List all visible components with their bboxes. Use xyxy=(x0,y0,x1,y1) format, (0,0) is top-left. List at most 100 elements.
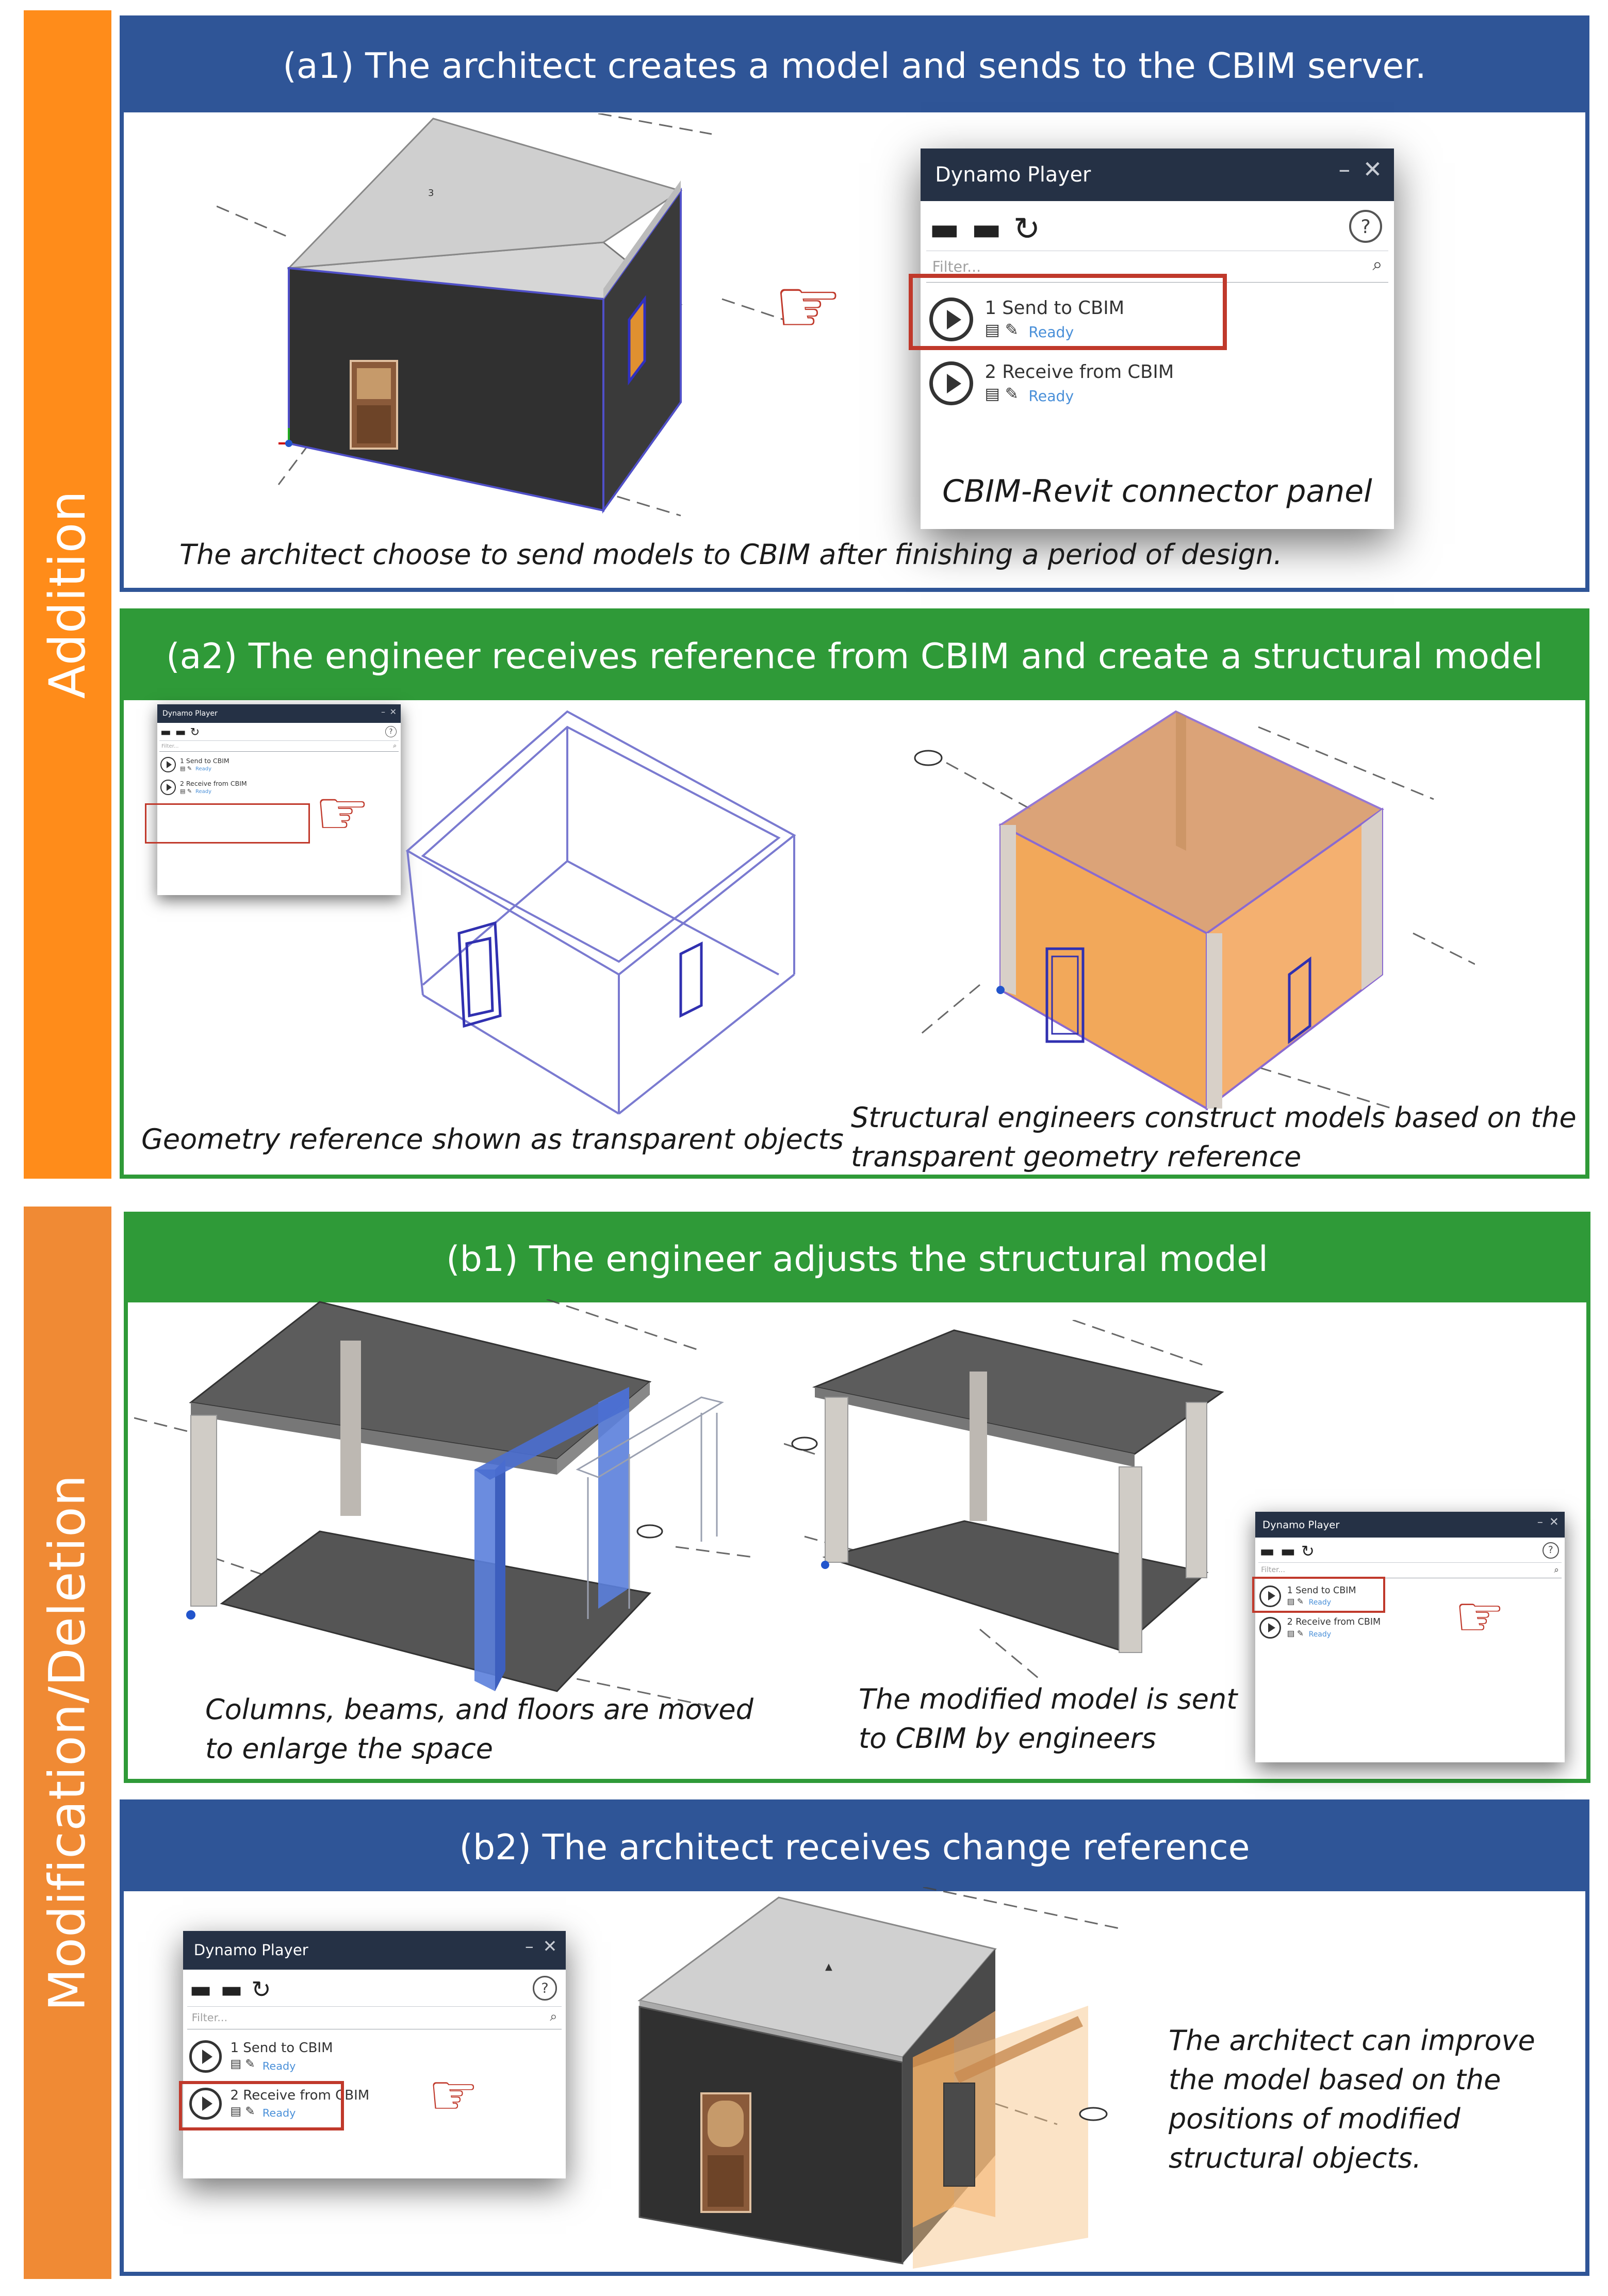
panel-b2-header: (b2) The architect receives change refer… xyxy=(124,1804,1585,1891)
help-icon[interactable]: ? xyxy=(385,726,397,737)
player-item-send[interactable]: 1 Send to CBIM ▤ ✎ Ready xyxy=(926,291,1388,353)
panel-b1-header: (b1) The engineer adjusts the structural… xyxy=(128,1216,1586,1302)
player-title: Dynamo Player xyxy=(193,1941,308,1959)
save-edit-icon[interactable]: ▤ ✎ xyxy=(1287,1597,1304,1607)
player-item-label: 1 Send to CBIM xyxy=(985,297,1125,319)
folder-icon[interactable]: ▬ xyxy=(160,726,171,739)
save-edit-icon[interactable]: ▤ ✎ xyxy=(1287,1628,1304,1638)
pointing-hand-icon: ☞ xyxy=(1454,1583,1505,1649)
close-icon[interactable]: ✕ xyxy=(1363,156,1383,184)
b1-caption-mid: The modified model is sent to CBIM by en… xyxy=(859,1683,1238,1755)
player-item-receive[interactable]: 2 Receive from CBIM ▤ ✎ Ready xyxy=(1258,1614,1562,1645)
b2-caption-right: The architect can improve the model base… xyxy=(1169,2024,1535,2174)
player-title-bar: Dynamo Player xyxy=(183,1931,566,1970)
a1-house-illustration: 3 xyxy=(217,113,784,517)
pointing-hand-icon: ☞ xyxy=(315,778,370,849)
player-item-label: 2 Receive from CBIM xyxy=(180,780,247,787)
filter-placeholder: Filter... xyxy=(932,258,981,275)
refresh-icon[interactable]: ↻ xyxy=(251,1976,271,2004)
help-icon[interactable]: ? xyxy=(532,1976,557,2001)
refresh-icon[interactable]: ↻ xyxy=(1301,1542,1315,1561)
folder-icon[interactable]: ▬ xyxy=(189,1976,212,2004)
player-item-receive[interactable]: 2 Receive from CBIM ▤ ✎ Ready xyxy=(187,2083,561,2128)
minimize-icon[interactable]: – xyxy=(1537,1515,1543,1529)
help-icon[interactable]: ? xyxy=(1542,1542,1559,1559)
dynamo-player-b1: Dynamo Player – ✕ ▬ ▬ ↻ ? Filter... ⌕ 1 … xyxy=(1252,1512,1565,1762)
player-title-bar: Dynamo Player xyxy=(1255,1512,1565,1538)
folder-export-icon[interactable]: ▬ xyxy=(220,1976,243,2004)
panel-b1-title: (b1) The engineer adjusts the structural… xyxy=(446,1238,1268,1280)
folder-export-icon[interactable]: ▬ xyxy=(1280,1542,1295,1561)
player-item-send[interactable]: 1 Send to CBIM ▤ ✎ Ready xyxy=(159,755,399,777)
refresh-icon[interactable]: ↻ xyxy=(1013,209,1041,247)
play-icon[interactable] xyxy=(189,2087,222,2120)
player-item-send[interactable]: 1 Send to CBIM ▤ ✎ Ready xyxy=(1258,1582,1562,1613)
panel-a2: (a2) The engineer receives reference fro… xyxy=(120,608,1589,1179)
folder-export-icon[interactable]: ▬ xyxy=(175,726,186,739)
save-edit-icon[interactable]: ▤ ✎ xyxy=(985,385,1019,404)
pointing-hand-icon: ☞ xyxy=(774,262,843,352)
minimize-icon[interactable]: – xyxy=(381,707,385,717)
player-item-label: 1 Send to CBIM xyxy=(230,2040,333,2056)
folder-icon[interactable]: ▬ xyxy=(929,209,960,247)
close-icon[interactable]: ✕ xyxy=(1549,1515,1559,1529)
a2-caption-left: Geometry reference shown as transparent … xyxy=(141,1123,844,1155)
b1-left-illustration xyxy=(134,1299,753,1708)
player-title: Dynamo Player xyxy=(935,162,1091,187)
save-edit-icon[interactable]: ▤ ✎ xyxy=(230,2057,255,2071)
player-item-status: Ready xyxy=(195,789,212,795)
play-icon[interactable] xyxy=(1259,1617,1282,1639)
player-item-label: 1 Send to CBIM xyxy=(1287,1585,1356,1596)
filter-input[interactable]: Filter... ⌕ xyxy=(159,740,399,752)
player-item-status: Ready xyxy=(1308,1598,1332,1607)
search-icon: ⌕ xyxy=(1554,1564,1559,1575)
panel-a2-title: (a2) The engineer receives reference fro… xyxy=(166,636,1543,677)
minimize-icon[interactable]: – xyxy=(1338,156,1351,184)
filter-input[interactable]: Filter... ⌕ xyxy=(926,251,1388,283)
highlight-box xyxy=(909,274,1227,350)
minimize-icon[interactable]: – xyxy=(524,1936,534,1957)
player-item-receive[interactable]: 2 Receive from CBIM ▤ ✎ Ready xyxy=(926,356,1388,417)
a2-wireframe-illustration xyxy=(405,710,796,1115)
player-item-receive[interactable]: 2 Receive from CBIM ▤ ✎ Ready xyxy=(159,778,399,799)
a1-caption: The architect choose to send models to C… xyxy=(179,538,1283,571)
play-icon[interactable] xyxy=(929,361,973,406)
play-icon[interactable] xyxy=(1259,1585,1282,1607)
save-edit-icon[interactable]: ▤ ✎ xyxy=(230,2104,255,2118)
save-edit-icon[interactable]: ▤ ✎ xyxy=(180,788,192,795)
player-caption: CBIM-Revit connector panel xyxy=(942,473,1372,509)
play-icon[interactable] xyxy=(160,757,176,772)
play-icon[interactable] xyxy=(160,780,176,795)
refresh-icon[interactable]: ↻ xyxy=(190,726,200,739)
close-icon[interactable]: ✕ xyxy=(389,707,397,717)
filter-input[interactable]: Filter... ⌕ xyxy=(187,2006,562,2030)
player-item-send[interactable]: 1 Send to CBIM ▤ ✎ Ready xyxy=(187,2036,561,2081)
player-item-label: 2 Receive from CBIM xyxy=(230,2087,370,2103)
sidebar-modification-label: Modification/Deletion xyxy=(39,1474,96,2011)
player-item-status: Ready xyxy=(1028,323,1074,341)
help-icon[interactable]: ? xyxy=(1349,209,1383,243)
dynamo-player-b2: Dynamo Player – ✕ ▬ ▬ ↻ ? Filter... ⌕ 1 … xyxy=(178,1931,566,2178)
play-icon[interactable] xyxy=(929,297,973,341)
panel-b2-title: (b2) The architect receives change refer… xyxy=(459,1827,1250,1868)
player-title-bar: Dynamo Player xyxy=(157,704,401,723)
panel-a1-header: (a1) The architect creates a model and s… xyxy=(124,20,1585,112)
b2-house-illustration: ▲ xyxy=(637,1887,1120,2269)
play-icon[interactable] xyxy=(189,2040,222,2073)
search-icon: ⌕ xyxy=(393,742,397,749)
player-item-status: Ready xyxy=(1028,388,1074,405)
close-icon[interactable]: ✕ xyxy=(543,1936,557,1957)
panel-b1: (b1) The engineer adjusts the structural… xyxy=(124,1212,1590,1783)
folder-icon[interactable]: ▬ xyxy=(1259,1542,1275,1561)
folder-export-icon[interactable]: ▬ xyxy=(971,209,1002,247)
panel-a1: (a1) The architect creates a model and s… xyxy=(120,15,1589,592)
search-icon: ⌕ xyxy=(1372,254,1383,275)
filter-input[interactable]: Filter... ⌕ xyxy=(1258,1562,1562,1578)
player-item-status: Ready xyxy=(1308,1630,1332,1639)
player-item-status: Ready xyxy=(262,2107,296,2120)
dynamo-player-a2: Dynamo Player – ✕ ▬ ▬ ↻ ? Filter... ⌕ 1 … xyxy=(145,704,401,895)
save-edit-icon[interactable]: ▤ ✎ xyxy=(985,320,1019,339)
filter-placeholder: Filter... xyxy=(161,743,179,749)
save-edit-icon[interactable]: ▤ ✎ xyxy=(180,765,192,772)
filter-placeholder: Filter... xyxy=(191,2011,228,2024)
